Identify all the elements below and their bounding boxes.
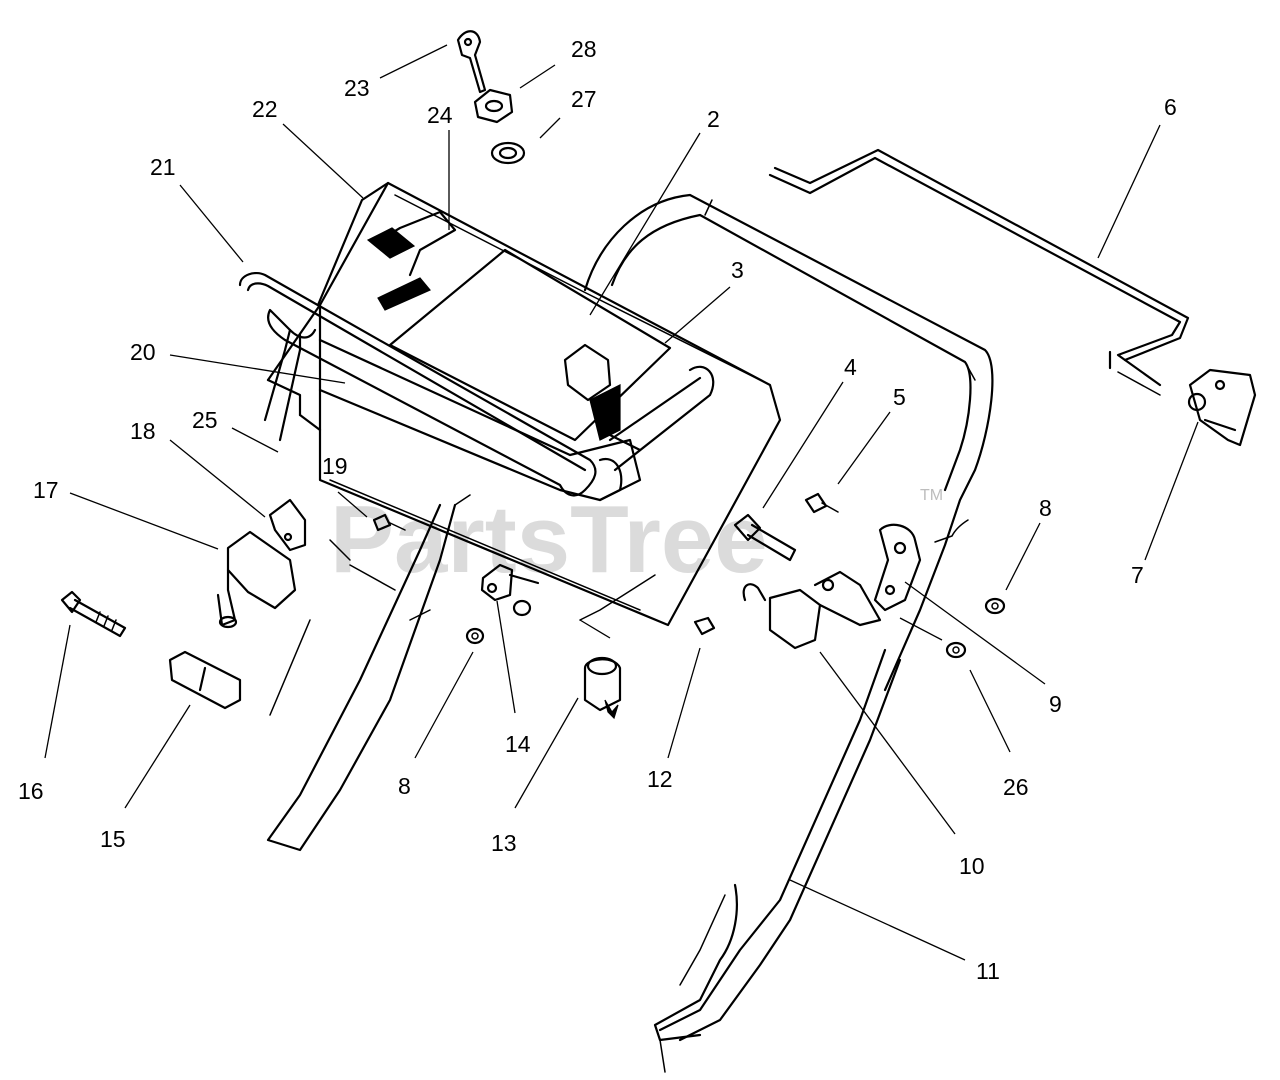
part-5-bolt — [804, 492, 839, 514]
callout-22: 22 — [252, 96, 278, 122]
part-28-nut — [473, 88, 514, 124]
part-6-bail-bar — [768, 148, 1190, 396]
part-13-ignition-switch — [583, 656, 622, 720]
part-8-nut-left — [465, 627, 485, 645]
callout-10: 10 — [959, 853, 985, 879]
left-handle-rod — [266, 494, 471, 852]
part-15-sleeve — [168, 650, 242, 710]
callout-16: 16 — [18, 778, 44, 804]
callout-19: 19 — [322, 453, 348, 479]
callout-4: 4 — [844, 354, 857, 380]
callout-28: 28 — [571, 36, 597, 62]
callout-8-left: 8 — [398, 773, 411, 799]
callout-27: 27 — [571, 86, 597, 112]
callout-14: 14 — [505, 731, 531, 757]
leader-lines — [44, 44, 1199, 961]
callout-12: 12 — [647, 766, 673, 792]
callout-24: 24 — [427, 102, 453, 128]
control-cable — [269, 539, 656, 716]
callout-8-right: 8 — [1039, 495, 1052, 521]
callout-7: 7 — [1131, 562, 1144, 588]
part-20-panel-face — [318, 338, 642, 502]
callout-15: 15 — [100, 826, 126, 852]
part-7-bracket — [1187, 368, 1257, 447]
part-16-bolt — [60, 590, 127, 638]
callout-6: 6 — [1164, 94, 1177, 120]
part-18-clip — [268, 498, 307, 552]
part-17-knob — [216, 530, 297, 629]
watermark-trademark: TM — [920, 487, 943, 504]
callout-13: 13 — [491, 830, 517, 856]
part-3-switch-mount — [563, 343, 715, 472]
callout-18: 18 — [130, 418, 156, 444]
part-22-control-panel — [266, 181, 782, 627]
callout-25: 25 — [192, 407, 218, 433]
callout-26: 26 — [1003, 774, 1029, 800]
callout-21: 21 — [150, 154, 176, 180]
callout-23: 23 — [344, 75, 370, 101]
callout-9: 9 — [1049, 691, 1062, 717]
part-23-key — [456, 30, 487, 94]
part-26-nut — [945, 641, 967, 659]
part-21-loop-handle — [238, 271, 597, 497]
callout-11: 11 — [976, 958, 1000, 984]
callouts: 23 28 27 22 24 2 6 21 3 20 4 5 18 25 19 … — [18, 36, 1177, 984]
callout-5: 5 — [893, 384, 906, 410]
part-10-pivot-bracket — [742, 570, 882, 650]
part-12-screw — [693, 616, 716, 636]
callout-3: 3 — [731, 257, 744, 283]
part-2-upper-handle — [583, 193, 994, 692]
part-19-screw — [372, 513, 406, 532]
part-4-bolt — [733, 513, 797, 562]
part-11-lower-handle — [653, 648, 902, 1073]
part-8-nut-right — [984, 597, 1006, 615]
part-14-bracket-plate — [480, 563, 540, 617]
part-27-washer — [490, 141, 526, 165]
part-9-link-plate — [873, 523, 922, 612]
callout-2: 2 — [707, 106, 720, 132]
callout-20: 20 — [130, 339, 156, 365]
part-24-decal — [366, 210, 672, 442]
callout-17: 17 — [33, 477, 59, 503]
watermark-text: PartsTree — [330, 486, 768, 593]
